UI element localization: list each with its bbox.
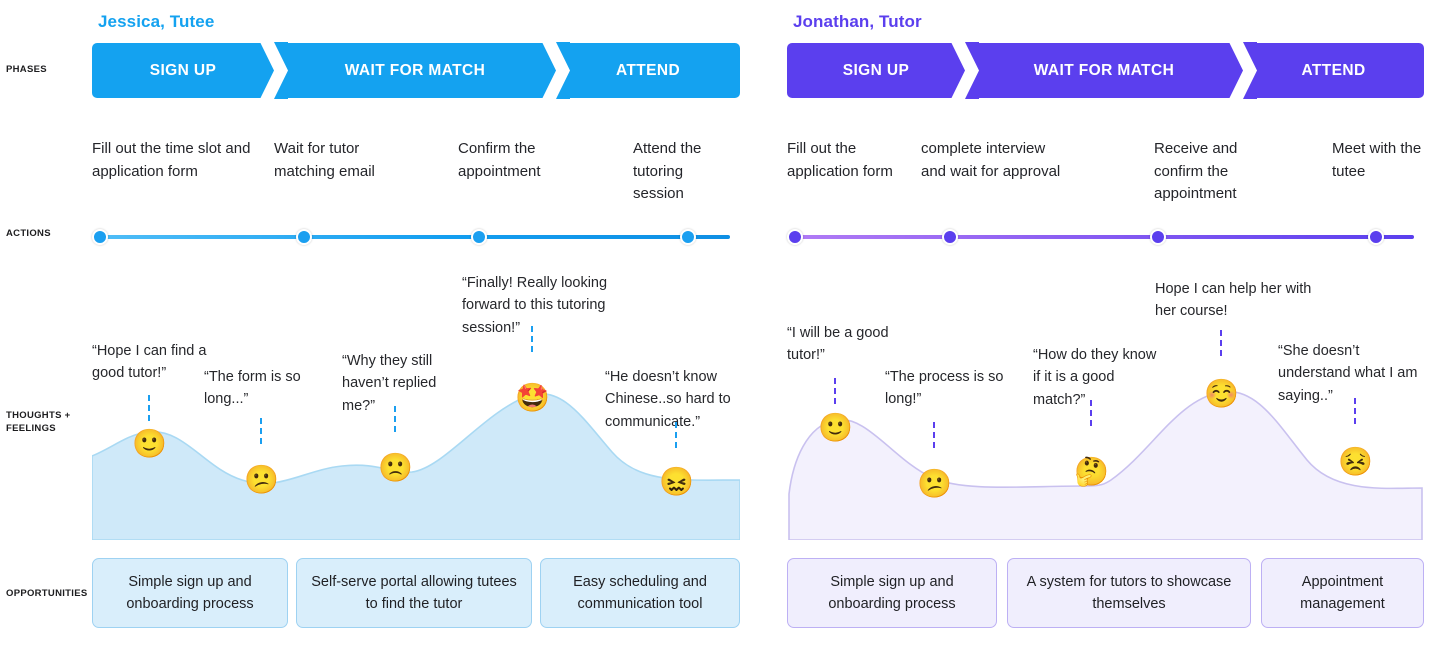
emoji-slightly-smiling-face: 🙂 <box>818 412 853 443</box>
phase-label: SIGN UP <box>842 61 910 79</box>
opportunity-card-tutor-3[interactable]: Appointment management <box>1261 558 1424 628</box>
row-label-phases: PHASES <box>6 64 47 75</box>
phase-label: ATTEND <box>615 61 681 79</box>
stem-line-1 <box>148 395 150 421</box>
stem-line-4 <box>1220 330 1222 356</box>
emoji-confused-face: 😕 <box>917 468 952 499</box>
opportunity-card-tutee-3[interactable]: Easy scheduling and communication tool <box>540 558 740 628</box>
phase-tutee-wait-for-match[interactable]: WAIT FOR MATCH <box>274 42 570 99</box>
persona-column-tutee: Jessica, Tutee SIGN UP WAIT FOR MATCH AT… <box>92 0 740 649</box>
emoji-frowning-face: 🙁 <box>378 452 413 483</box>
stem-line-1 <box>834 378 836 404</box>
action-tutor-4: Meet with the tutee <box>1332 140 1422 180</box>
emoji-confused-face: 😕 <box>244 464 279 495</box>
quote-tutee-3: “Why they still haven’t replied me?” <box>342 353 437 414</box>
stem-line-5 <box>1354 398 1356 424</box>
quote-tutee-2: “The form is so long...” <box>204 369 301 408</box>
thoughts-section-tutor: “I will be a good tutor!” “The process i… <box>787 258 1424 540</box>
opportunities-tutor: Simple sign up and onboarding process A … <box>787 558 1424 628</box>
thoughts-section-tutee: “Hope I can find a good tutor!” “The for… <box>92 258 740 540</box>
opportunity-card-tutor-1[interactable]: Simple sign up and onboarding process <box>787 558 997 628</box>
stem-line-4 <box>531 326 533 352</box>
actions-timeline-tutee <box>92 229 740 245</box>
quote-tutee-5: “He doesn’t know Chinese..so hard to com… <box>605 369 731 430</box>
opportunity-card-tutee-2[interactable]: Self-serve portal allowing tutees to fin… <box>296 558 532 628</box>
persona-name-tutor: Jonathan, Tutor <box>793 12 922 31</box>
stem-line-3 <box>394 406 396 432</box>
stem-line-3 <box>1090 400 1092 426</box>
phase-label: SIGN UP <box>149 61 217 79</box>
quote-tutee-1: “Hope I can find a good tutor!” <box>92 343 207 382</box>
emoji-confounded-face: 😖 <box>659 466 694 497</box>
emoji-star-struck-face: 🤩 <box>515 382 550 413</box>
timeline-track <box>797 235 1414 239</box>
stem-line-5 <box>675 422 677 448</box>
quote-tutor-5: “She doesn’t understand what I am saying… <box>1278 343 1418 404</box>
quote-tutor-3: “How do they know if it is a good match?… <box>1033 347 1157 408</box>
phases-bar-tutee: SIGN UP WAIT FOR MATCH ATTEND <box>92 42 740 99</box>
quote-tutor-1: “I will be a good tutor!” <box>787 325 889 364</box>
action-tutor-1: Fill out the application form <box>787 140 893 180</box>
phase-tutee-attend[interactable]: ATTEND <box>556 43 740 98</box>
action-tutor-3: Receive and confirm the appointment <box>1154 140 1238 202</box>
stem-line-2 <box>260 418 262 444</box>
quote-tutor-4: Hope I can help her with her course! <box>1155 281 1312 320</box>
phase-label: WAIT FOR MATCH <box>344 61 486 79</box>
action-tutee-4: Attend the tutoring session <box>633 140 702 202</box>
row-label-opportunities: OPPORTUNITIES <box>6 588 88 599</box>
actions-timeline-tutor <box>787 229 1424 245</box>
actions-text-tutor: Fill out the application form complete i… <box>787 138 1424 218</box>
phases-bar-tutor: SIGN UP WAIT FOR MATCH ATTEND <box>787 42 1424 99</box>
phase-tutee-sign-up[interactable]: SIGN UP <box>92 42 288 99</box>
action-tutee-1: Fill out the time slot and application f… <box>92 140 251 180</box>
emoji-persevering-face: 😣 <box>1338 446 1373 477</box>
opportunities-tutee: Simple sign up and onboarding process Se… <box>92 558 740 628</box>
action-tutee-3: Confirm the appointment <box>458 140 541 180</box>
quote-tutor-2: “The process is so long!” <box>885 369 1004 408</box>
timeline-dot-4[interactable] <box>680 229 696 245</box>
timeline-dot-2[interactable] <box>296 229 312 245</box>
action-tutee-2: Wait for tutor matching email <box>274 140 375 180</box>
phase-label: ATTEND <box>1301 61 1366 79</box>
phase-tutor-attend[interactable]: ATTEND <box>1243 43 1424 98</box>
emotion-curve-tutor <box>787 376 1424 540</box>
timeline-dot-1[interactable] <box>92 229 108 245</box>
timeline-dot-3[interactable] <box>1150 229 1166 245</box>
timeline-track <box>102 235 730 239</box>
emoji-thinking-face: 🤔 <box>1074 456 1109 487</box>
action-tutor-2: complete interview and wait for approval <box>921 140 1061 180</box>
timeline-dot-3[interactable] <box>471 229 487 245</box>
opportunity-card-tutee-1[interactable]: Simple sign up and onboarding process <box>92 558 288 628</box>
timeline-dot-4[interactable] <box>1368 229 1384 245</box>
actions-text-tutee: Fill out the time slot and application f… <box>92 138 740 218</box>
emoji-relieved-smiling-face: ☺️ <box>1204 378 1239 409</box>
quote-tutee-4: “Finally! Really looking forward to this… <box>462 275 608 336</box>
emotion-curve-tutee <box>92 376 740 540</box>
phase-tutor-sign-up[interactable]: SIGN UP <box>787 42 979 99</box>
row-label-actions: ACTIONS <box>6 228 51 239</box>
phase-tutor-wait-for-match[interactable]: WAIT FOR MATCH <box>965 42 1257 99</box>
row-label-thoughts: THOUGHTS + FEELINGS <box>6 410 71 434</box>
phase-label: WAIT FOR MATCH <box>1033 61 1175 79</box>
stem-line-2 <box>933 422 935 448</box>
persona-column-tutor: Jonathan, Tutor SIGN UP WAIT FOR MATCH A… <box>787 0 1424 649</box>
timeline-dot-1[interactable] <box>787 229 803 245</box>
timeline-dot-2[interactable] <box>942 229 958 245</box>
emoji-slightly-smiling-face: 🙂 <box>132 428 167 459</box>
persona-name-tutee: Jessica, Tutee <box>98 12 215 31</box>
opportunity-card-tutor-2[interactable]: A system for tutors to showcase themselv… <box>1007 558 1251 628</box>
